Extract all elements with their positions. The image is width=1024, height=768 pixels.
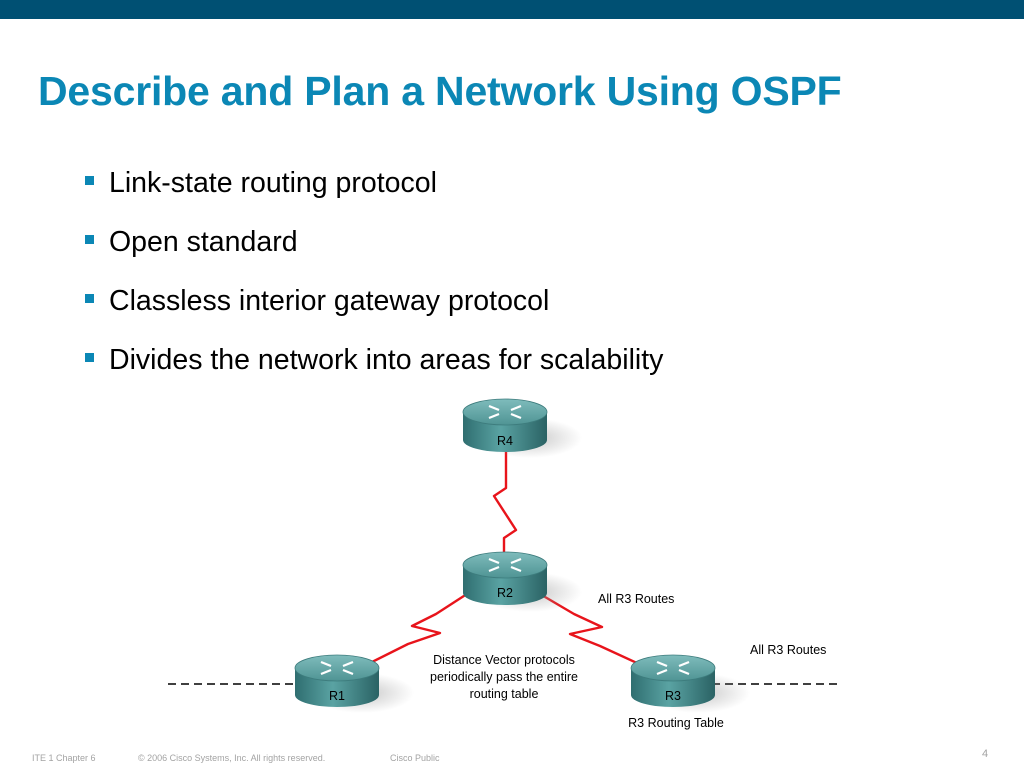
- bullet-square-icon: [85, 353, 94, 362]
- router-label: R2: [497, 586, 513, 600]
- serial-link-r2-r1: [349, 590, 471, 675]
- dv-label-line3: routing table: [470, 687, 539, 701]
- router-label: R4: [497, 434, 513, 448]
- page-number: 4: [982, 748, 989, 760]
- router-r1: R1: [294, 654, 414, 713]
- bullet-item: Open standard: [84, 223, 663, 282]
- router-label: R1: [329, 689, 345, 703]
- bullet-square-icon: [85, 294, 94, 303]
- bullet-text: Divides the network into areas for scala…: [109, 344, 664, 376]
- footer-classification: Cisco Public: [390, 753, 440, 763]
- r3-routing-table-label: R3 Routing Table: [628, 716, 724, 730]
- router-r4: R4: [462, 398, 582, 458]
- bullet-text: Link-state routing protocol: [109, 167, 437, 199]
- router-arrows-icon: [488, 557, 522, 573]
- bullet-item: Divides the network into areas for scala…: [84, 341, 663, 400]
- bullet-text: Classless interior gateway protocol: [109, 285, 550, 317]
- bullet-item: Classless interior gateway protocol: [84, 282, 663, 341]
- dv-label-line1: Distance Vector protocols: [433, 653, 575, 667]
- bullet-square-icon: [85, 176, 94, 185]
- router-r2: R2: [462, 551, 582, 612]
- router-label: R3: [665, 689, 681, 703]
- serial-link-r2-r3: [539, 592, 653, 672]
- router-arrows-icon: [488, 404, 522, 420]
- bullet-text: Open standard: [109, 226, 298, 258]
- serial-link-r4-r2: [492, 450, 518, 556]
- footer-copyright: © 2006 Cisco Systems, Inc. All rights re…: [138, 753, 326, 763]
- bullet-item: Link-state routing protocol: [84, 164, 663, 223]
- slide-title: Describe and Plan a Network Using OSPF: [38, 68, 842, 114]
- footer-course: ITE 1 Chapter 6: [32, 753, 96, 763]
- r3-routes-label: All R3 Routes: [750, 643, 826, 657]
- r2-routes-label: All R3 Routes: [598, 592, 674, 606]
- bullet-list: Link-state routing protocol Open standar…: [84, 164, 663, 400]
- bullet-square-icon: [85, 235, 94, 244]
- dv-label-line2: periodically pass the entire: [430, 670, 578, 684]
- router-r3: R3: [630, 654, 750, 713]
- header-bar: [0, 0, 1024, 19]
- router-arrows-icon: [656, 660, 690, 676]
- router-arrows-icon: [320, 660, 354, 676]
